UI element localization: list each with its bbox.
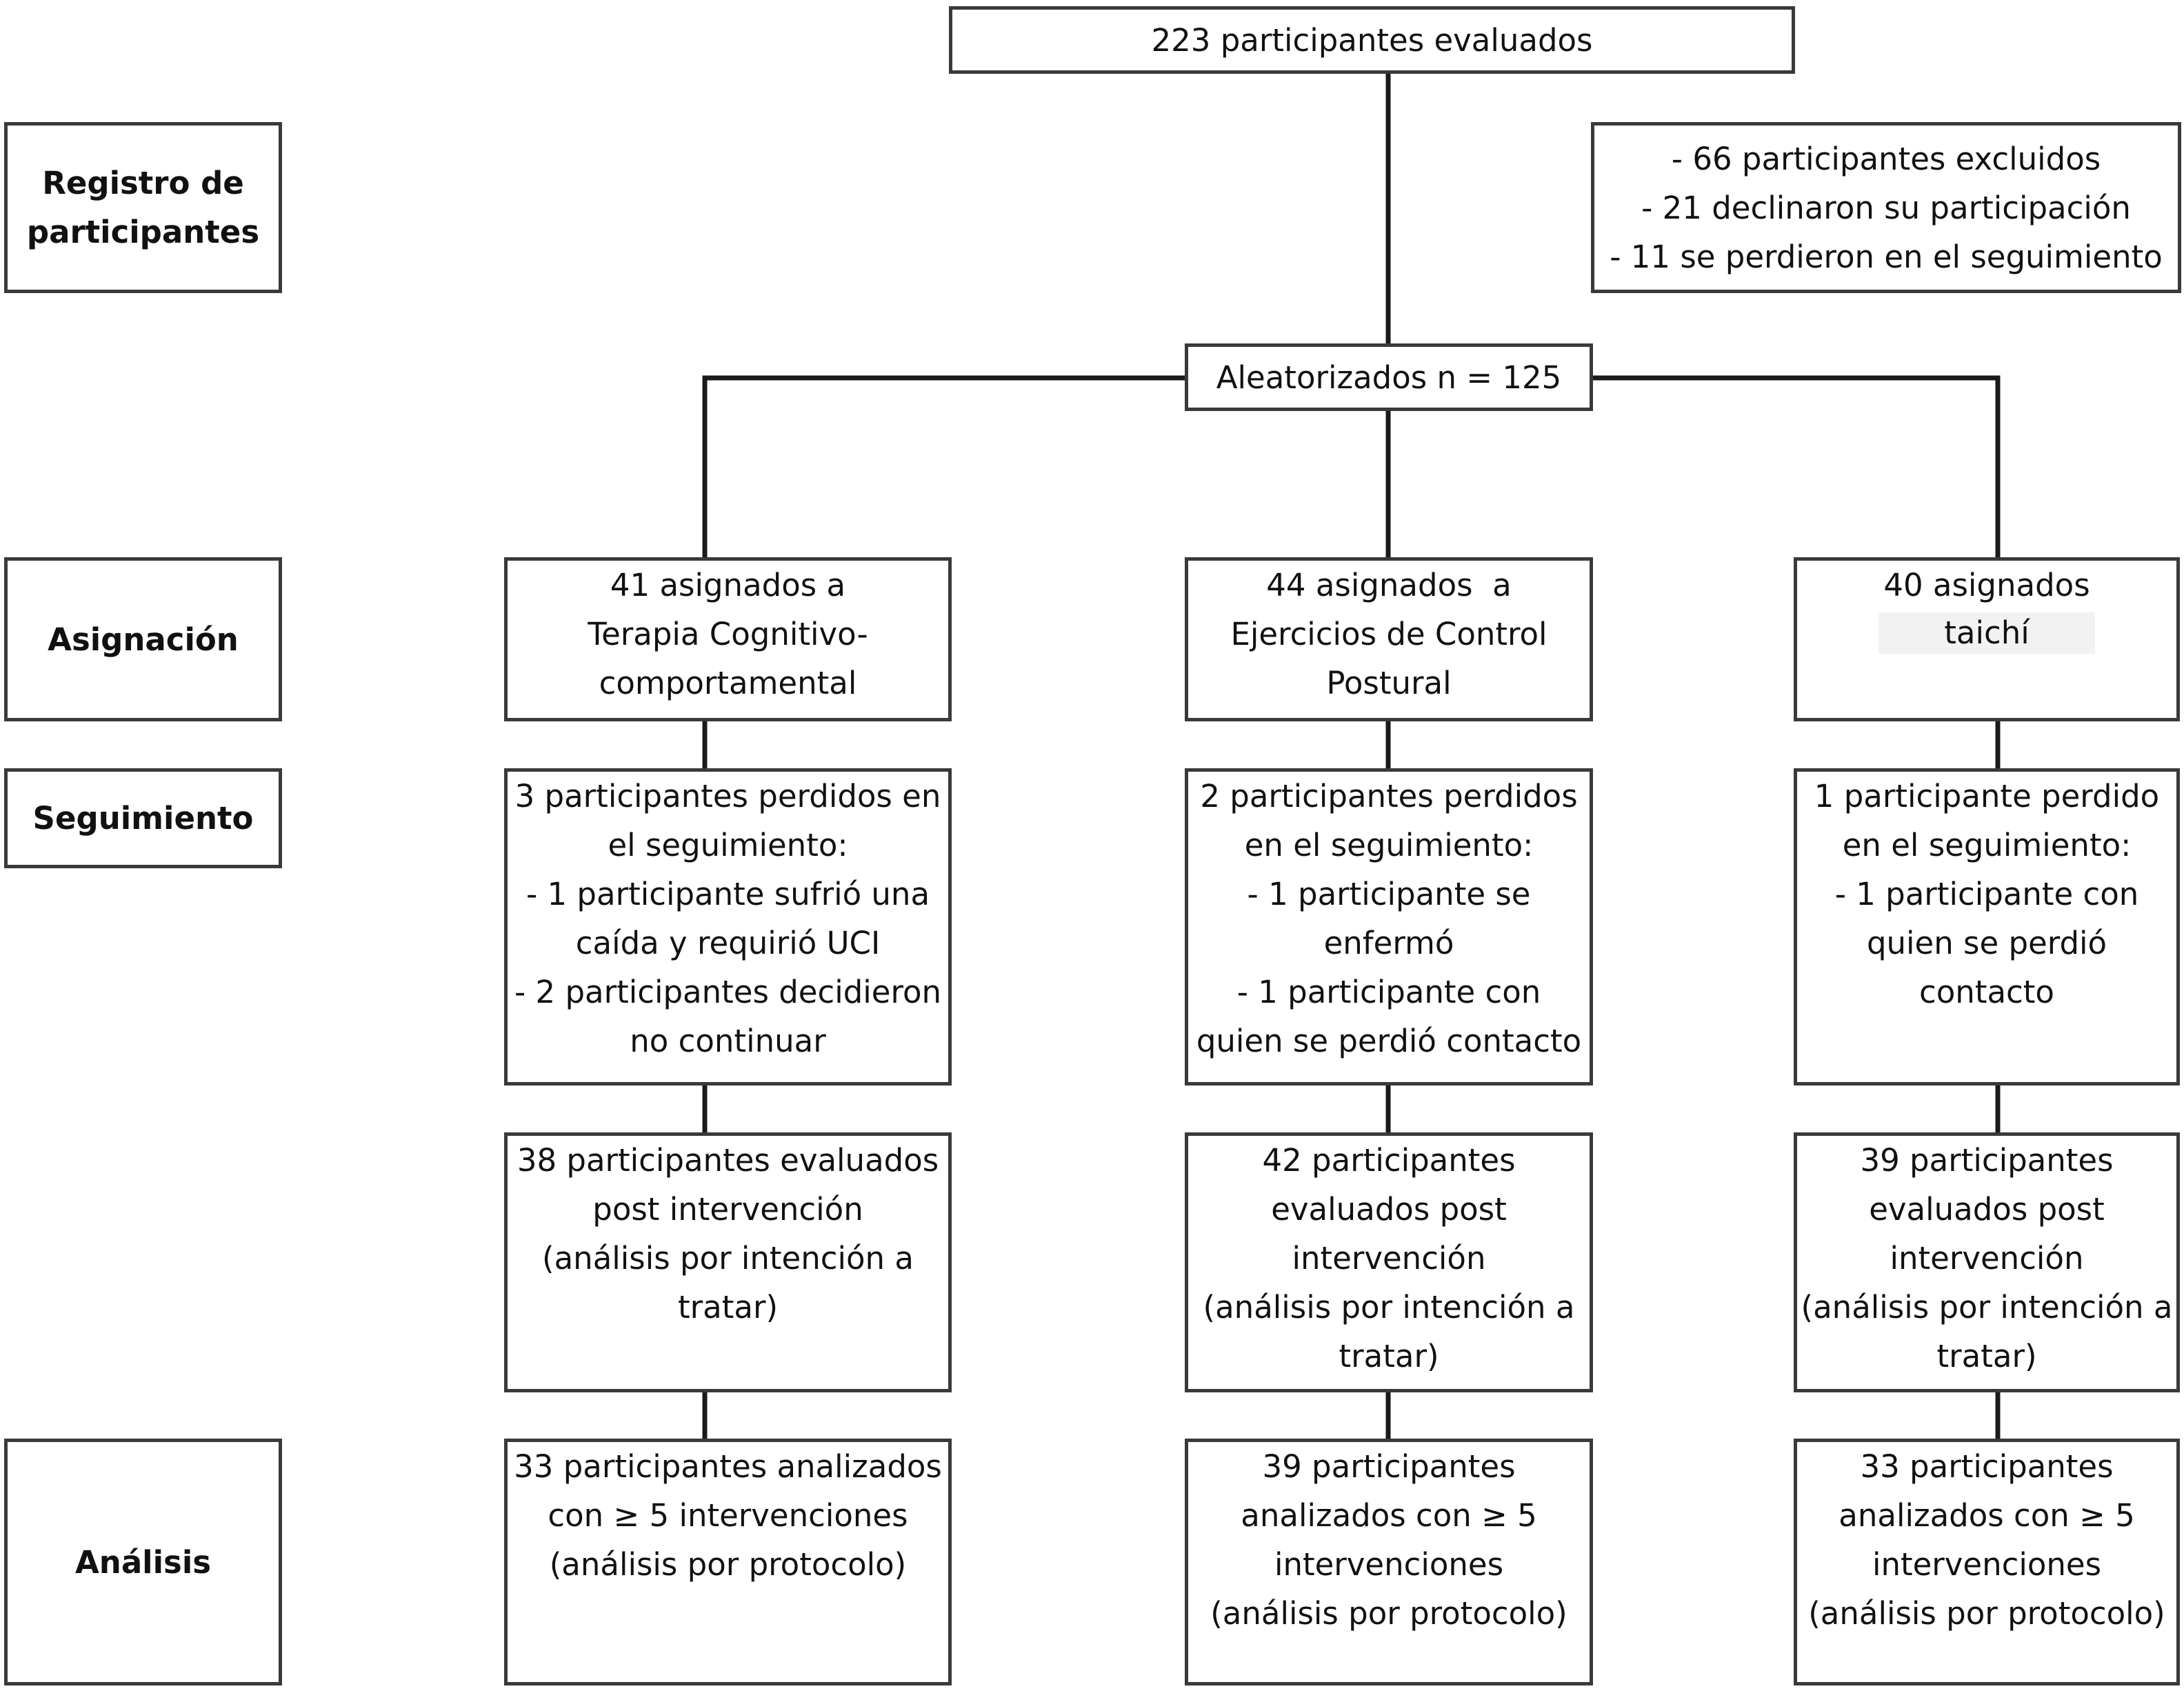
followup-box-postural: 2 participantes perdidos en el seguimien… bbox=[1185, 768, 1593, 1085]
box-text-line: 44 asignados a bbox=[1266, 567, 1512, 603]
box-text-line: con ≥ 5 intervenciones bbox=[548, 1497, 908, 1534]
post-evaluation-box-taichi: 39 participantes evaluados post interven… bbox=[1794, 1132, 2180, 1392]
stage-label-seguimiento: Seguimiento bbox=[4, 768, 282, 868]
analysis-box-cbt: 33 participantes analizados con ≥ 5 inte… bbox=[504, 1439, 952, 1685]
box-text-line: intervención bbox=[1890, 1240, 2084, 1277]
post-evaluation-box-cbt: 38 participantes evaluados post interven… bbox=[504, 1132, 952, 1392]
box-text-line: Postural bbox=[1326, 665, 1452, 701]
box-text-line: analizados con ≥ 5 bbox=[1241, 1497, 1537, 1534]
box-text-line: analizados con ≥ 5 bbox=[1839, 1497, 2135, 1534]
excluded-box: - 66 participantes excluidos - 21 declin… bbox=[1591, 122, 2181, 293]
participants-evaluated-box: 223 participantes evaluados bbox=[949, 6, 1795, 74]
box-text-line: - 1 participante se bbox=[1247, 876, 1531, 912]
allocation-box-postural: 44 asignados a Ejercicios de Control Pos… bbox=[1185, 557, 1593, 721]
analysis-box-taichi: 33 participantes analizados con ≥ 5 inte… bbox=[1794, 1439, 2180, 1685]
analysis-box-postural: 39 participantes analizados con ≥ 5 inte… bbox=[1185, 1439, 1593, 1685]
box-text-line: el seguimiento: bbox=[608, 827, 848, 863]
box-text-line: 41 asignados a bbox=[610, 567, 846, 603]
box-text-line: tratar) bbox=[1936, 1338, 2037, 1374]
followup-box-taichi: 1 participante perdido en el seguimiento… bbox=[1794, 768, 2180, 1085]
stage-label-registro: Registro de participantes bbox=[4, 122, 282, 293]
box-text-line: - 1 participante con bbox=[1236, 974, 1541, 1010]
box-text-line: taichí bbox=[1879, 612, 2095, 654]
box-text-line: - 11 se perdieron en el seguimiento bbox=[1610, 238, 2163, 275]
stage-label-line: Registro de bbox=[42, 165, 244, 201]
post-evaluation-box-postural: 42 participantes evaluados post interven… bbox=[1185, 1132, 1593, 1392]
box-text-line: intervenciones bbox=[1872, 1546, 2102, 1583]
box-text-line: 2 participantes perdidos bbox=[1200, 778, 1578, 814]
box-text-line: quien se perdió contacto bbox=[1196, 1023, 1582, 1059]
followup-box-cbt: 3 participantes perdidos en el seguimien… bbox=[504, 768, 952, 1085]
box-text-line: Aleatorizados n = 125 bbox=[1216, 359, 1562, 396]
box-text-line: 33 participantes analizados bbox=[514, 1448, 942, 1485]
box-text-line: comportamental bbox=[599, 665, 857, 701]
stage-label-analisis: Análisis bbox=[4, 1439, 282, 1685]
box-text-line: - 1 participante sufrió una bbox=[525, 876, 930, 912]
box-text-line: Terapia Cognitivo- bbox=[588, 616, 868, 652]
box-text-line: tratar) bbox=[678, 1289, 778, 1325]
allocation-box-taichi: 40 asignados taichí bbox=[1794, 557, 2180, 721]
box-text-line: - 2 participantes decidieron bbox=[514, 974, 942, 1010]
stage-label-line: participantes bbox=[26, 214, 260, 250]
box-text-line: contacto bbox=[1919, 974, 2054, 1010]
randomized-box: Aleatorizados n = 125 bbox=[1185, 343, 1593, 411]
stage-label-asignacion: Asignación bbox=[4, 557, 282, 721]
box-text-line: en el seguimiento: bbox=[1244, 827, 1534, 863]
box-text-line: tratar) bbox=[1339, 1338, 1439, 1374]
box-text-line: 42 participantes bbox=[1262, 1142, 1516, 1179]
stage-label-line: Análisis bbox=[74, 1543, 212, 1581]
stage-label-line: Seguimiento bbox=[32, 800, 254, 837]
stage-label-line: Asignación bbox=[48, 621, 239, 658]
box-text-line: - 66 participantes excluidos bbox=[1671, 140, 2101, 177]
box-text-line: enfermó bbox=[1323, 925, 1454, 961]
box-text-line: Ejercicios de Control bbox=[1230, 616, 1547, 652]
box-text-line: intervención bbox=[1292, 1240, 1486, 1277]
box-text-line: 39 participantes bbox=[1860, 1142, 2114, 1179]
box-text-line: post intervención bbox=[592, 1191, 863, 1228]
box-text-line: 40 asignados bbox=[1883, 567, 2090, 603]
box-text-line: 33 participantes bbox=[1860, 1448, 2114, 1485]
box-text-line: intervenciones bbox=[1274, 1546, 1504, 1583]
box-text-line: - 1 participante con bbox=[1834, 876, 2139, 912]
box-text-line: 38 participantes evaluados bbox=[517, 1142, 939, 1179]
box-text-line: (análisis por protocolo) bbox=[1210, 1595, 1567, 1632]
box-text-line: (análisis por protocolo) bbox=[549, 1546, 907, 1583]
box-text-line: (análisis por protocolo) bbox=[1808, 1595, 2165, 1632]
box-text-line: (análisis por intención a bbox=[542, 1240, 914, 1277]
box-text-line: (análisis por intención a bbox=[1801, 1289, 2173, 1325]
box-text-line: evaluados post bbox=[1271, 1191, 1507, 1228]
box-text-line: - 21 declinaron su participación bbox=[1641, 189, 2131, 226]
box-text-line: 1 participante perdido bbox=[1814, 778, 2160, 814]
box-text-line: evaluados post bbox=[1869, 1191, 2105, 1228]
box-text-line: no continuar bbox=[630, 1023, 826, 1059]
allocation-box-cbt: 41 asignados a Terapia Cognitivo- compor… bbox=[504, 557, 952, 721]
box-text-line: en el seguimiento: bbox=[1842, 827, 2132, 863]
box-text-line: quien se perdió bbox=[1866, 925, 2107, 961]
box-text-line: 39 participantes bbox=[1262, 1448, 1516, 1485]
box-text-line: 3 participantes perdidos en bbox=[514, 778, 941, 814]
box-text-line: 223 participantes evaluados bbox=[1151, 21, 1593, 59]
box-text-line: caída y requirió UCI bbox=[575, 925, 881, 961]
box-text-line: (análisis por intención a bbox=[1203, 1289, 1575, 1325]
